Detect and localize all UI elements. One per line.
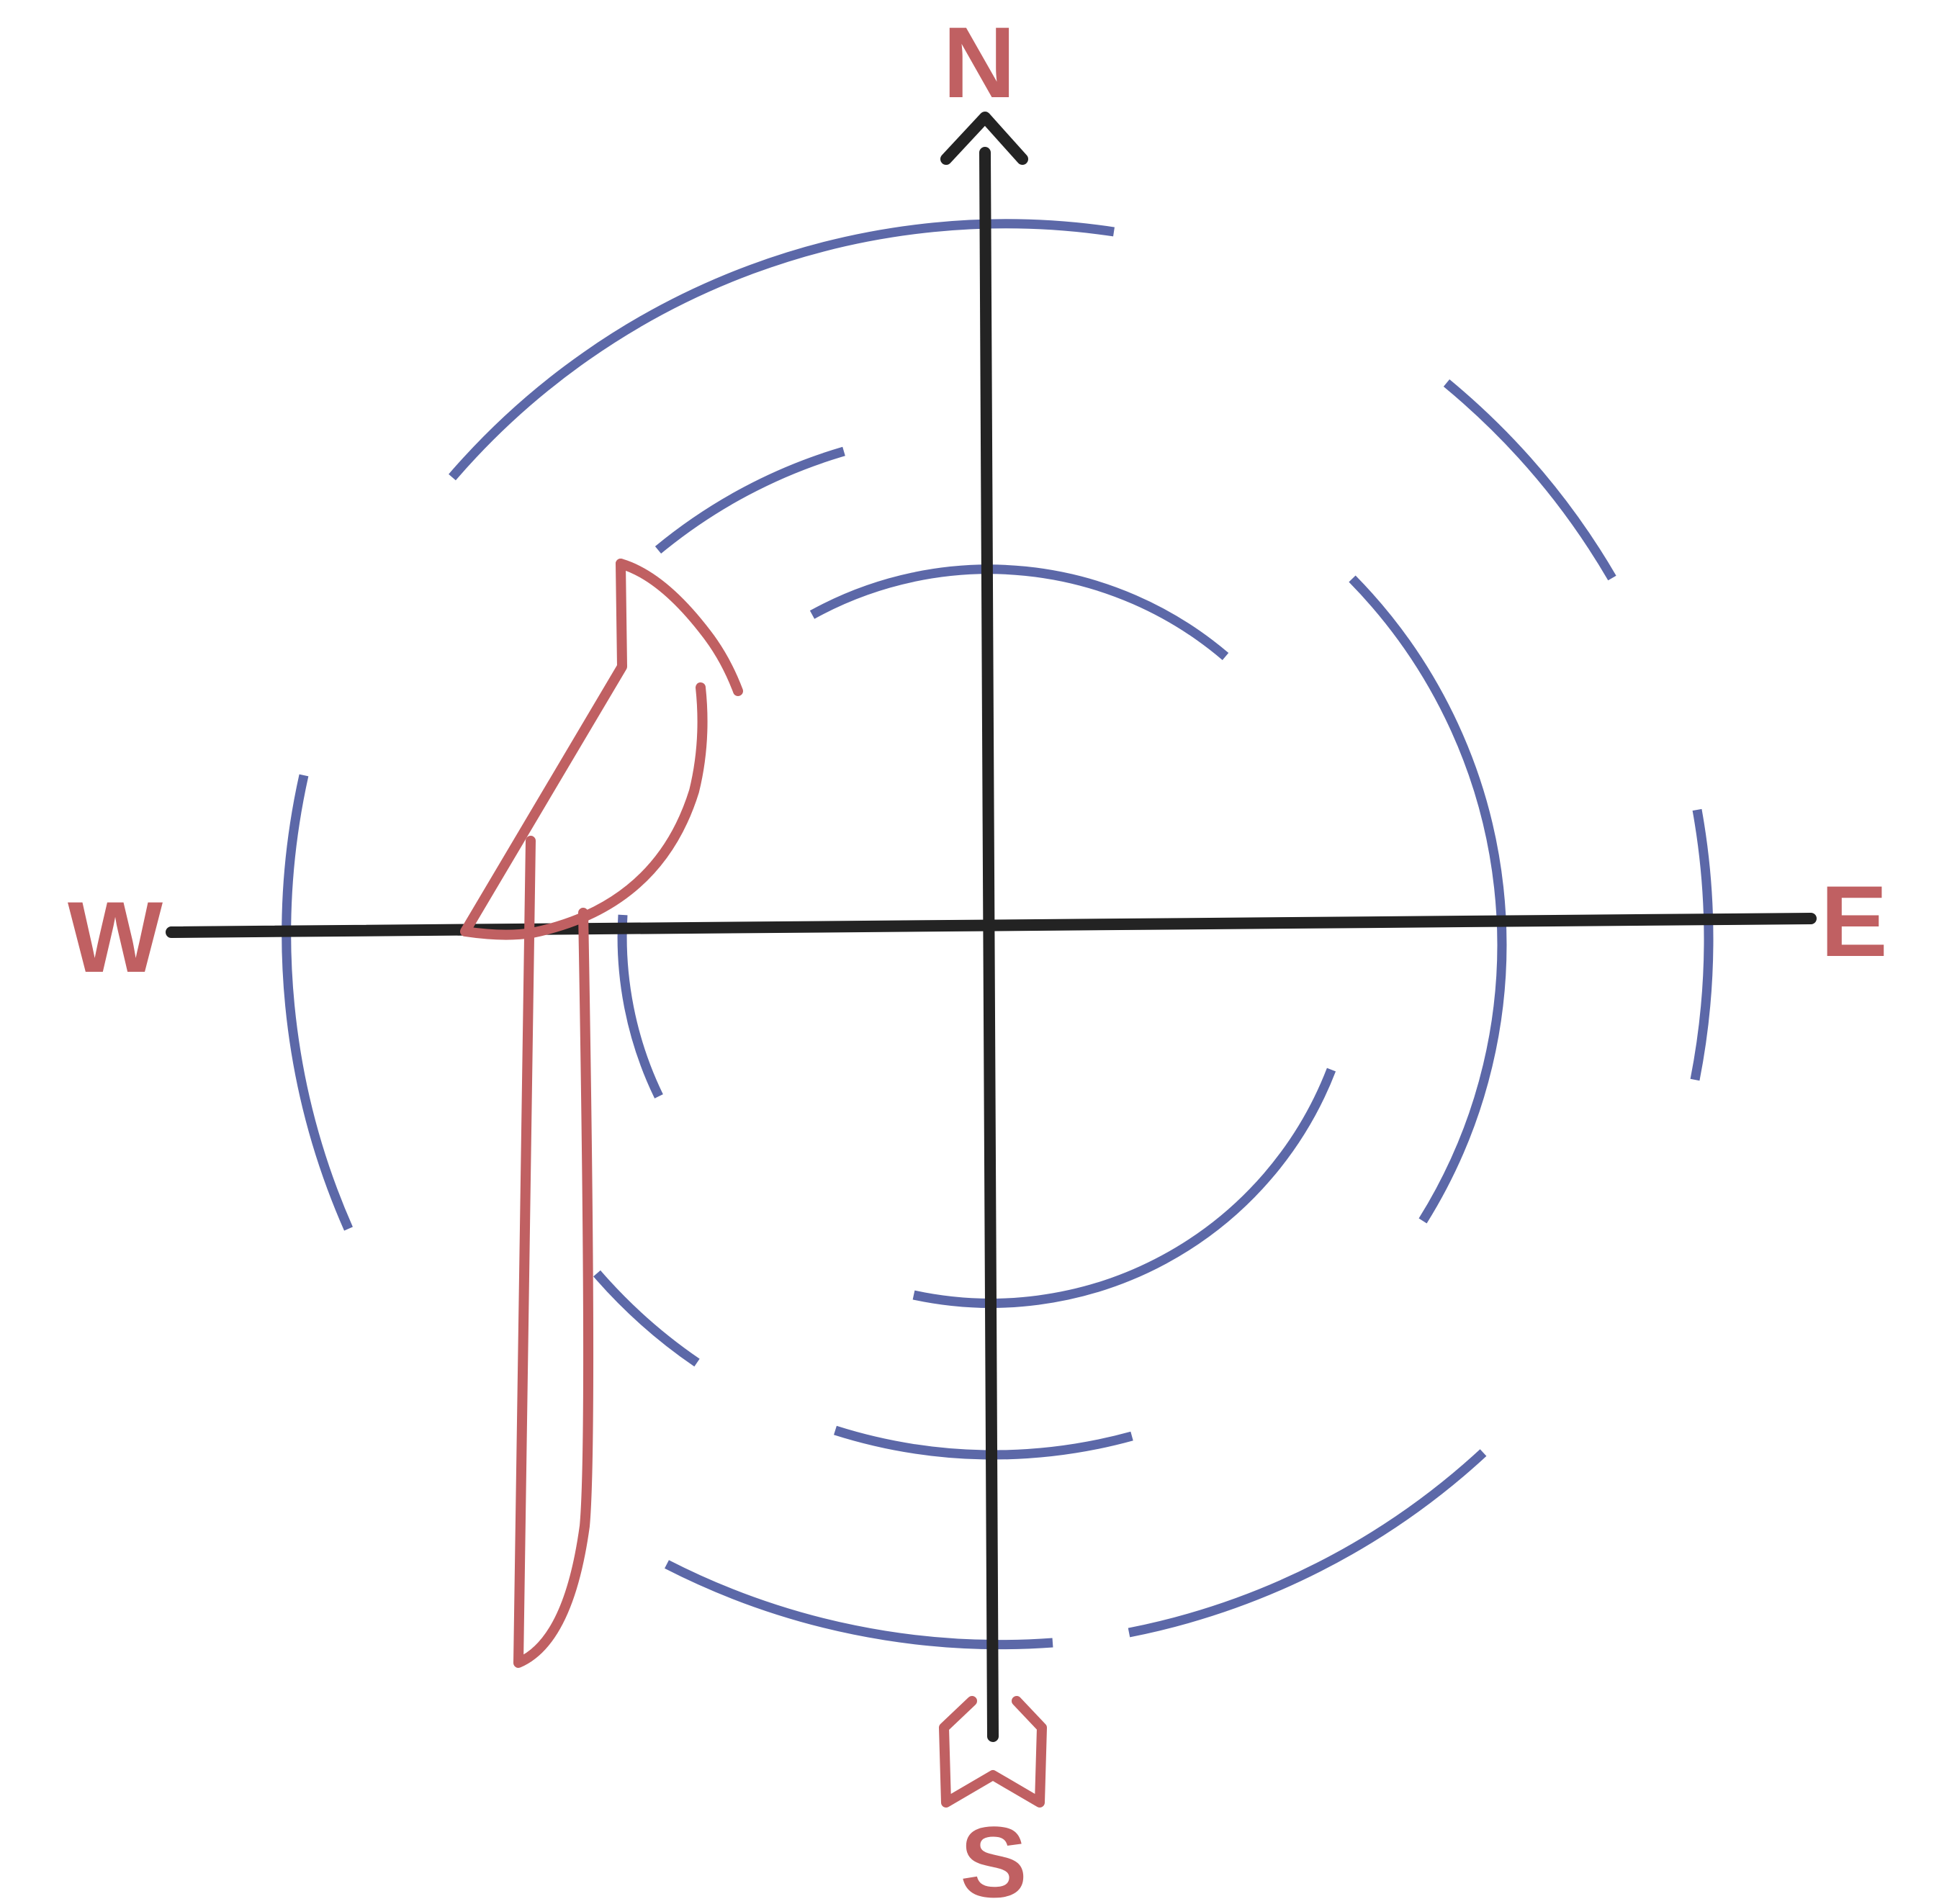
- inner-ring-arc: [912, 1068, 1336, 1308]
- outer-ring-arc: [665, 1560, 1053, 1650]
- cardinal-letters: N E W S: [68, 6, 1888, 1904]
- outer-ring-arc: [1128, 1449, 1487, 1638]
- outer-ring-arc: [1690, 808, 1714, 1081]
- compass-pointer-icon: [460, 559, 743, 1668]
- outer-ring-arc: [282, 774, 353, 1231]
- west-east-axis: [166, 913, 1817, 938]
- south-label: S: [960, 1805, 1027, 1904]
- south-tail-icon: [939, 1696, 1047, 1808]
- outer-ring-arc: [1443, 379, 1616, 581]
- compass-axes: [166, 112, 1817, 1742]
- middle-ring-arc: [1349, 575, 1507, 1224]
- west-label: W: [68, 880, 163, 993]
- middle-ring-arc: [834, 1425, 1133, 1460]
- middle-ring-arc: [655, 446, 845, 554]
- north-south-axis: [979, 147, 999, 1742]
- outer-ring-arc: [449, 219, 1115, 481]
- inner-ring-arc: [809, 564, 1229, 660]
- north-arrowhead-icon: [940, 112, 1028, 165]
- east-label: E: [1820, 865, 1887, 978]
- inner-ring-arc: [617, 914, 663, 1098]
- north-label: N: [943, 6, 1015, 119]
- middle-ring-arc: [593, 1270, 700, 1367]
- concentric-rings: [282, 219, 1714, 1650]
